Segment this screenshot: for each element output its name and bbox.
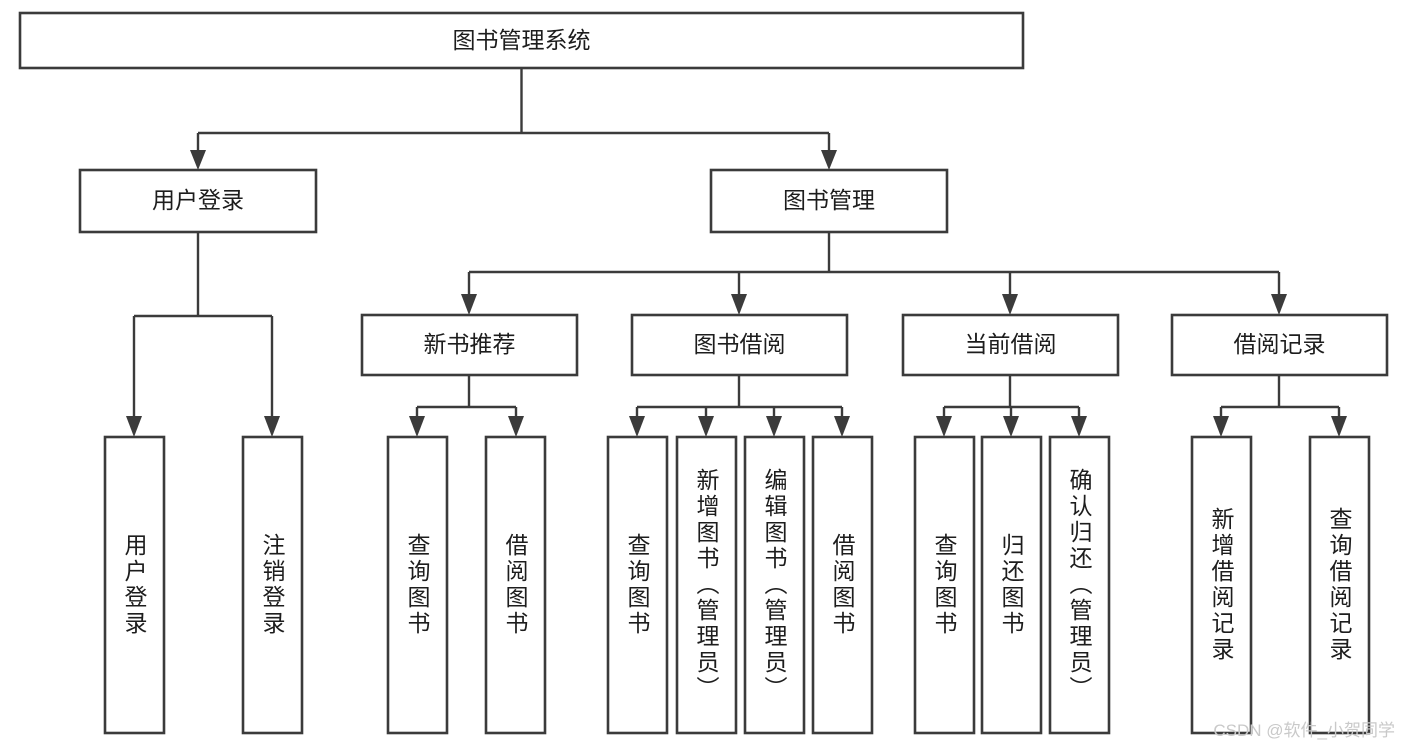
node-root-box[interactable] [18,11,1025,70]
node-leaf-query-record[interactable]: 查询借阅记录 [1308,435,1371,735]
arrow-bb-4 [834,416,850,437]
arrow-root-to-book-manage [821,150,837,170]
node-leaf-edit-book-label: 编辑图书（管理员） [761,468,788,702]
arrow-cb-2 [1003,416,1019,437]
node-borrow-record[interactable]: 借阅记录 [1170,313,1389,377]
node-leaf-confirm-return-label: 确认归还（管理员） [1066,468,1093,702]
node-leaf-borrow-book-2-box[interactable] [811,435,874,735]
node-leaf-return-book-label: 归还图书 [998,533,1025,637]
node-user-login-box[interactable] [78,168,318,234]
node-borrow-record-label: 借阅记录 [1234,331,1326,357]
node-book-borrow-label: 图书借阅 [694,331,786,357]
node-leaf-user-login-label: 用户登录 [121,533,148,637]
edge-group [126,68,1347,437]
node-leaf-query-book-2-label: 查询图书 [624,533,651,637]
node-leaf-return-book-box[interactable] [980,435,1043,735]
arrow-br-1 [1213,416,1229,437]
node-root[interactable]: 图书管理系统 [18,11,1025,70]
node-borrow-record-box[interactable] [1170,313,1389,377]
node-leaf-query-record-box[interactable] [1308,435,1371,735]
node-leaf-user-login[interactable]: 用户登录 [103,435,166,735]
node-new-book-recommend-box[interactable] [360,313,579,377]
node-book-borrow[interactable]: 图书借阅 [630,313,849,377]
node-leaf-user-logout[interactable]: 注销登录 [241,435,304,735]
arrow-root-to-user-login [190,150,206,170]
node-leaf-add-book[interactable]: 新增图书（管理员） [675,435,738,735]
node-leaf-return-book[interactable]: 归还图书 [980,435,1043,735]
arrow-bb-2 [698,416,714,437]
node-book-manage-box[interactable] [709,168,949,234]
arrow-br-2 [1331,416,1347,437]
node-leaf-query-book-3-label: 查询图书 [931,533,958,637]
arrow-cb-1 [936,416,952,437]
arrow-bb-3 [766,416,782,437]
node-leaf-user-login-box[interactable] [103,435,166,735]
node-leaf-user-logout-label: 注销登录 [259,533,286,637]
node-leaf-query-book-2-box[interactable] [606,435,669,735]
arrow-nbr-2 [508,416,524,437]
node-book-borrow-box[interactable] [630,313,849,377]
node-leaf-add-book-label: 新增图书（管理员） [693,468,720,702]
node-leaf-query-book-2[interactable]: 查询图书 [606,435,669,735]
node-leaf-borrow-book-1-label: 借阅图书 [502,533,529,637]
node-leaf-query-book-1-box[interactable] [386,435,449,735]
arrow-cb-3 [1071,416,1087,437]
node-user-login[interactable]: 用户登录 [78,168,318,234]
node-leaf-query-book-3[interactable]: 查询图书 [913,435,976,735]
arrow-bm-3 [1002,294,1018,315]
node-leaf-query-book-1-label: 查询图书 [404,533,431,637]
node-leaf-add-record[interactable]: 新增借阅记录 [1190,435,1253,735]
node-new-book-recommend[interactable]: 新书推荐 [360,313,579,377]
arrow-bm-1 [461,294,477,315]
node-leaf-query-book-1[interactable]: 查询图书 [386,435,449,735]
node-book-manage[interactable]: 图书管理 [709,168,949,234]
node-new-book-recommend-label: 新书推荐 [424,331,516,357]
node-book-manage-label: 图书管理 [783,187,875,213]
arrow-bb-1 [629,416,645,437]
node-leaf-query-book-3-box[interactable] [913,435,976,735]
node-leaf-borrow-book-1[interactable]: 借阅图书 [484,435,547,735]
node-leaf-edit-book[interactable]: 编辑图书（管理员） [743,435,806,735]
node-current-borrow[interactable]: 当前借阅 [901,313,1120,377]
csdn-watermark: CSDN @软件_小贺同学 [1213,721,1395,740]
arrow-bm-2 [731,294,747,315]
node-leaf-add-record-label: 新增借阅记录 [1208,507,1235,663]
node-leaf-add-book-box[interactable] [675,435,738,735]
arrow-bm-4 [1271,294,1287,315]
arrow-user-login-1 [126,416,142,437]
node-leaf-borrow-book-2-label: 借阅图书 [829,533,856,637]
node-user-login-label: 用户登录 [152,187,244,213]
arrow-user-login-2 [264,416,280,437]
node-leaf-add-record-box[interactable] [1190,435,1253,735]
node-leaf-query-record-label: 查询借阅记录 [1326,507,1353,663]
node-leaf-user-logout-box[interactable] [241,435,304,735]
node-leaf-confirm-return[interactable]: 确认归还（管理员） [1048,435,1111,735]
node-current-borrow-label: 当前借阅 [965,331,1057,357]
node-leaf-borrow-book-1-box[interactable] [484,435,547,735]
arrow-nbr-1 [409,416,425,437]
node-leaf-borrow-book-2[interactable]: 借阅图书 [811,435,874,735]
node-root-label: 图书管理系统 [453,27,591,53]
node-leaf-edit-book-box[interactable] [743,435,806,735]
node-current-borrow-box[interactable] [901,313,1120,377]
node-leaf-confirm-return-box[interactable] [1048,435,1111,735]
